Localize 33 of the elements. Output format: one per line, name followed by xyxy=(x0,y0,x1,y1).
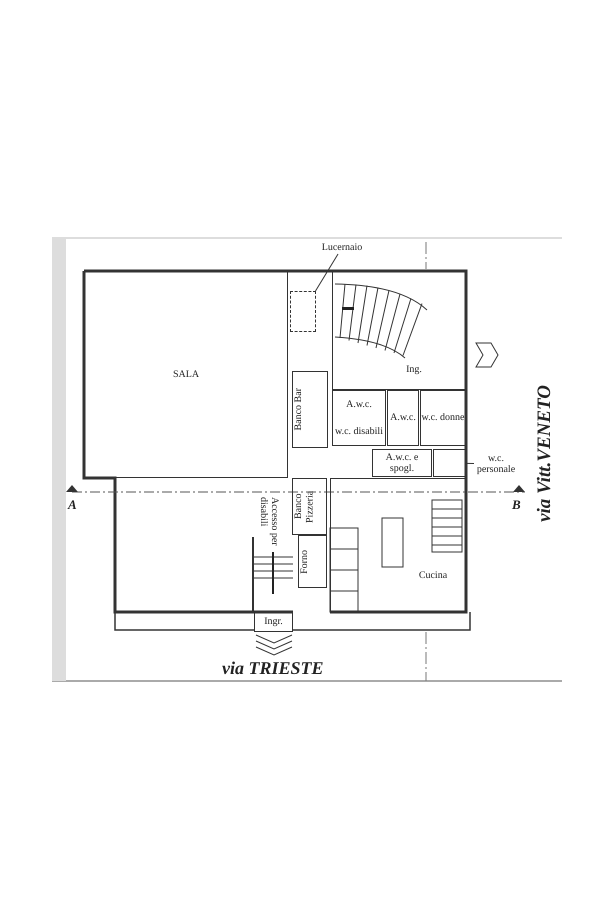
room-label: A.w.c. xyxy=(390,412,416,424)
section-mark: B xyxy=(512,497,521,513)
room xyxy=(332,390,386,446)
room-label: SALA xyxy=(172,368,200,380)
room-label: Forno xyxy=(299,550,311,574)
leader-line xyxy=(315,254,339,292)
room-label: Ingr. xyxy=(264,616,283,628)
street-name: via TRIESTE xyxy=(222,658,324,679)
room-label: A.w.c. e spogl. xyxy=(384,452,420,474)
oven xyxy=(298,535,327,588)
room-label: Ing. xyxy=(406,364,422,375)
room-label: w.c. disabili xyxy=(335,426,383,438)
room-label: Cucina xyxy=(418,570,448,581)
annotation-text: Lucernaio xyxy=(318,241,366,254)
street-name: via Vitt.VENETO xyxy=(534,385,556,522)
room xyxy=(372,449,432,477)
entrance xyxy=(254,612,293,632)
room xyxy=(330,478,466,612)
annotation-text: w.c. personale xyxy=(474,452,518,476)
section-mark: A xyxy=(68,497,77,513)
room-label: w.c. donne xyxy=(422,412,464,424)
room xyxy=(420,390,466,446)
counter xyxy=(292,478,327,535)
room xyxy=(433,449,466,477)
room xyxy=(387,390,419,446)
counter xyxy=(292,371,328,448)
leader-line xyxy=(466,462,474,464)
skylight-outline xyxy=(290,291,316,332)
room xyxy=(332,271,466,390)
room-label: A.w.c. xyxy=(346,398,372,410)
room-label: Banco Bar xyxy=(293,388,305,431)
room-label: Banco Pizzeria xyxy=(293,489,316,525)
ramp-label: Accesso per disabili xyxy=(258,497,280,548)
